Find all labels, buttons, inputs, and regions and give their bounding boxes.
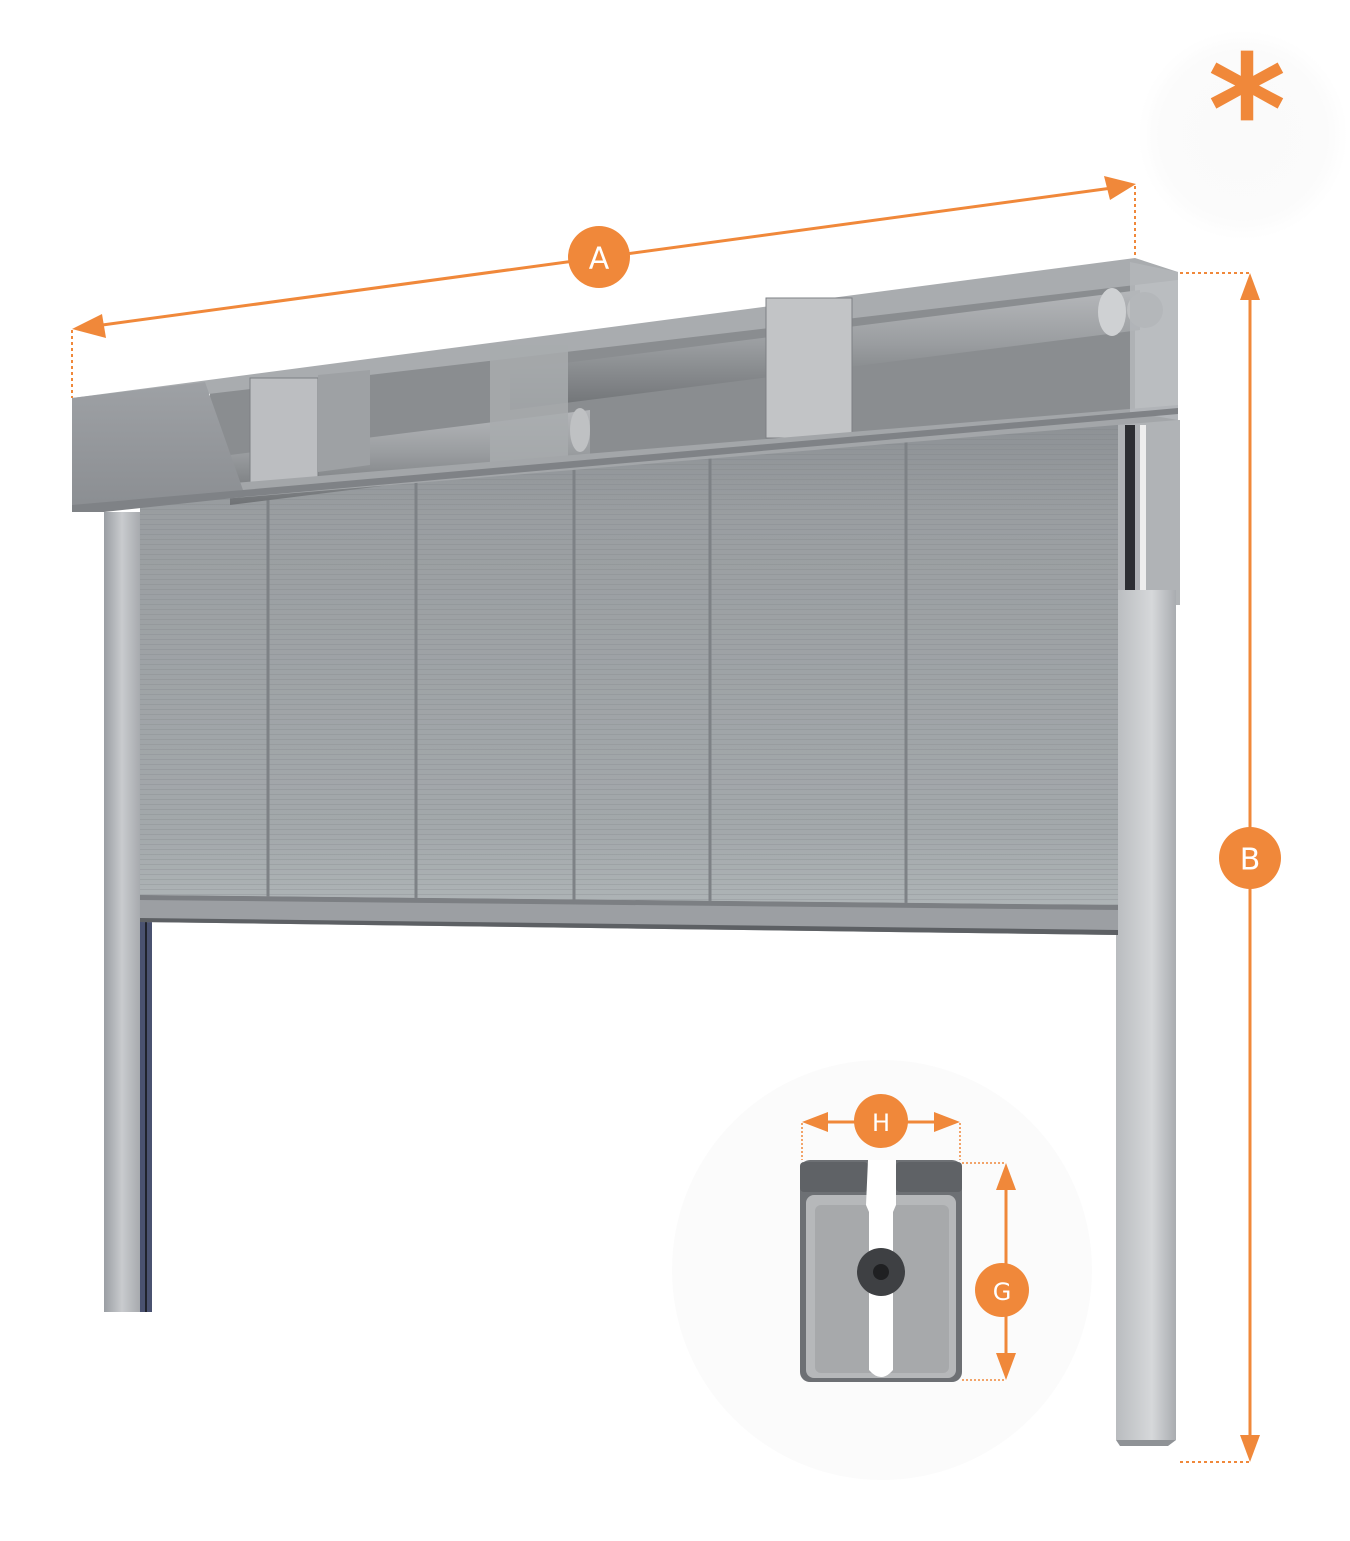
label-g-badge (975, 1263, 1029, 1317)
arrow-right-icon (934, 1112, 960, 1132)
label-b-badge (1219, 827, 1281, 889)
left-post (104, 512, 152, 1312)
bracket (249, 377, 319, 491)
label-a: A (589, 242, 610, 277)
arrow-left-icon (72, 314, 106, 338)
top-box-end-cover (72, 382, 243, 508)
label-a-badge (568, 226, 630, 288)
dimension-b: B (1180, 272, 1281, 1463)
label-h: H (872, 1109, 890, 1137)
label-h-badge (854, 1094, 908, 1148)
asterisk-halo (1138, 30, 1348, 240)
bracket (490, 345, 568, 463)
arrow-up-icon (1240, 273, 1260, 300)
arrow-left-icon (802, 1112, 828, 1132)
arrow-up-icon (996, 1163, 1016, 1190)
arrow-down-icon (996, 1353, 1016, 1380)
label-b: B (1240, 843, 1261, 878)
label-g: G (993, 1278, 1012, 1306)
right-post (1116, 420, 1180, 1446)
arrow-right-icon (1104, 176, 1136, 200)
dimension-g: G (962, 1162, 1029, 1381)
asterisk-icon: * (1208, 24, 1286, 198)
top-box (72, 258, 1178, 512)
bracket (765, 297, 853, 439)
svg-text:*: * (1208, 24, 1286, 198)
dimension-a: A (71, 176, 1136, 398)
arrow-down-icon (1240, 1435, 1260, 1462)
dimension-h: H (801, 1094, 961, 1160)
guide-detail-inset (672, 1060, 1092, 1480)
curtain (140, 420, 1118, 935)
